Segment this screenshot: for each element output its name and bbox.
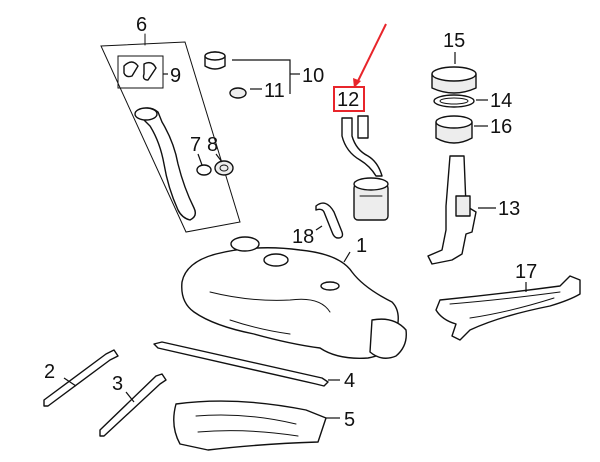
part-14-seal-inner bbox=[439, 97, 469, 105]
part-11-seal bbox=[229, 87, 247, 99]
callout-17[interactable]: 17 bbox=[515, 261, 537, 283]
part-15-top bbox=[431, 66, 477, 82]
part-1-contour bbox=[209, 291, 331, 313]
callout-13[interactable]: 13 bbox=[498, 198, 520, 220]
part-9-clip bbox=[123, 61, 139, 78]
part-17-strand-b bbox=[469, 297, 555, 319]
part-12-pump-lines bbox=[341, 117, 383, 177]
callout-4[interactable]: 4 bbox=[344, 370, 355, 392]
callout-1[interactable]: 1 bbox=[356, 235, 367, 257]
part-18-hose bbox=[315, 202, 344, 239]
part-16-top bbox=[435, 115, 473, 129]
part-17-strand bbox=[449, 291, 561, 305]
callout-14[interactable]: 14 bbox=[490, 90, 512, 112]
part-9-box bbox=[117, 55, 164, 89]
part-1-sender-port bbox=[320, 281, 340, 291]
part-5-rib-b bbox=[197, 430, 299, 437]
highlight-arrow-head bbox=[353, 78, 361, 88]
callout-10[interactable]: 10 bbox=[302, 65, 324, 87]
part-7-grommet bbox=[196, 164, 212, 176]
callout-10-bracket bbox=[232, 59, 291, 94]
part-3-strap bbox=[99, 373, 167, 437]
callout-12[interactable]: 12 bbox=[337, 89, 359, 111]
callout-5[interactable]: 5 bbox=[344, 409, 355, 431]
highlight-arrow bbox=[356, 23, 387, 84]
part-1-pump-opening bbox=[263, 253, 289, 267]
part-14-seal bbox=[433, 94, 475, 108]
part-filler-pipe bbox=[135, 107, 197, 221]
part-1-tank-boss bbox=[230, 236, 260, 252]
part-filler-cap-ring bbox=[134, 107, 158, 121]
callout-3[interactable]: 3 bbox=[112, 373, 123, 395]
callout-2-leader bbox=[63, 377, 77, 387]
filler-group-frame bbox=[100, 41, 241, 233]
callout-1-leader bbox=[343, 251, 351, 263]
callout-7[interactable]: 7 bbox=[190, 134, 201, 156]
part-5-shield bbox=[173, 400, 327, 451]
part-12-connector bbox=[357, 115, 369, 139]
part-1-saddle-lobe bbox=[369, 318, 407, 359]
part-10-cap-top bbox=[204, 51, 226, 61]
part-17-harness bbox=[435, 275, 581, 341]
callout-15[interactable]: 15 bbox=[443, 30, 465, 52]
part-1-contour-b bbox=[229, 319, 291, 335]
part-12-pump-top bbox=[353, 177, 389, 191]
callout-7-leader bbox=[197, 153, 203, 166]
callout-6[interactable]: 6 bbox=[136, 14, 147, 36]
callout-8[interactable]: 8 bbox=[207, 134, 218, 156]
part-4-rod bbox=[153, 341, 329, 387]
callout-11[interactable]: 11 bbox=[264, 80, 285, 102]
part-8-grommet bbox=[214, 160, 234, 176]
callout-9[interactable]: 9 bbox=[170, 65, 181, 87]
part-8-hole bbox=[219, 164, 229, 172]
callout-18[interactable]: 18 bbox=[292, 226, 314, 248]
part-1-fuel-tank bbox=[181, 247, 399, 359]
callout-12-highlight-box bbox=[333, 86, 365, 112]
callout-3-leader bbox=[125, 391, 135, 403]
callout-18-leader bbox=[315, 225, 323, 231]
callout-2[interactable]: 2 bbox=[44, 361, 55, 383]
part-13-float-body bbox=[455, 195, 471, 217]
callout-8-leader bbox=[215, 153, 223, 163]
part-5-rib bbox=[195, 414, 297, 425]
callout-16[interactable]: 16 bbox=[490, 116, 512, 138]
part-9-clip-b bbox=[142, 61, 157, 81]
part-2-strap bbox=[43, 349, 119, 407]
